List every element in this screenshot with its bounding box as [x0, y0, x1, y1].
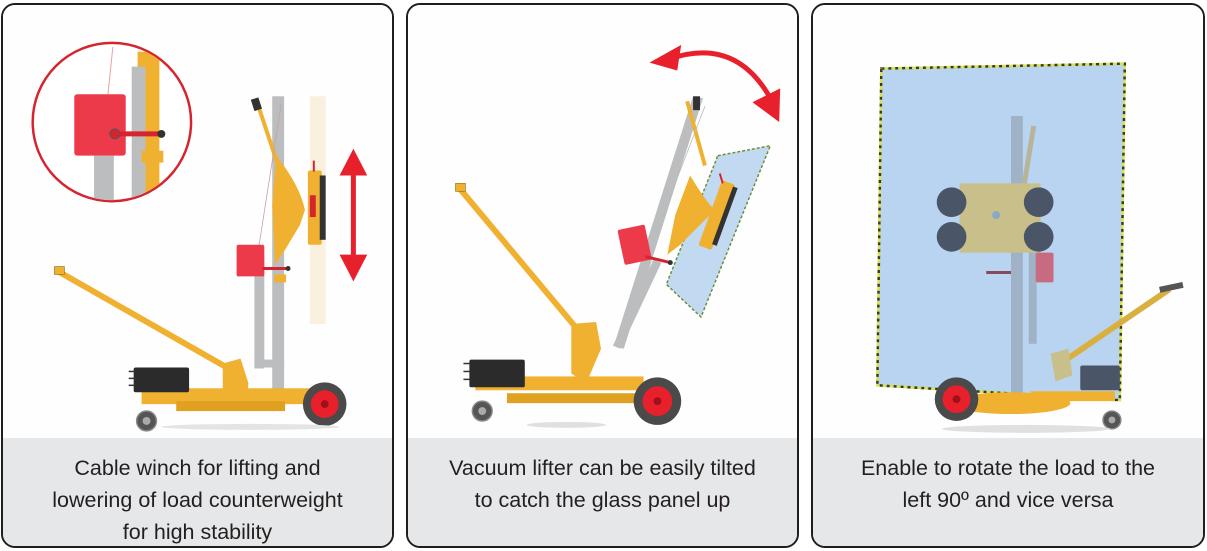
caption-tilt: Vacuum lifter can be easily tilted to ca…: [408, 438, 797, 546]
illustration-cable-winch: [3, 5, 392, 438]
feature-panel-cable-winch: Cable winch for lifting and lowering of …: [1, 3, 394, 548]
caption-cable-winch: Cable winch for lifting and lowering of …: [3, 438, 392, 546]
glass-lifter-front-illustration: [876, 62, 1184, 433]
illustration-tilt: [408, 5, 797, 438]
magnify-inset-circle-icon: [31, 41, 193, 203]
feature-panel-rotate: Enable to rotate the load to the left 90…: [811, 3, 1205, 548]
feature-panel-tilt: Vacuum lifter can be easily tilted to ca…: [406, 3, 799, 548]
glass-lifter-tilted-illustration: [455, 44, 781, 428]
illustration-rotate: [813, 5, 1203, 438]
vertical-double-arrow-icon: [339, 148, 368, 282]
caption-text: Cable winch for lifting and lowering of …: [52, 456, 343, 544]
caption-text: Enable to rotate the load to the left 90…: [860, 456, 1156, 512]
caption-text: Vacuum lifter can be easily tilted to ca…: [449, 456, 756, 512]
curved-double-arrow-icon: [649, 44, 781, 123]
caption-rotate: Enable to rotate the load to the left 90…: [813, 438, 1203, 546]
glass-lifter-side-illustration: [31, 41, 368, 432]
